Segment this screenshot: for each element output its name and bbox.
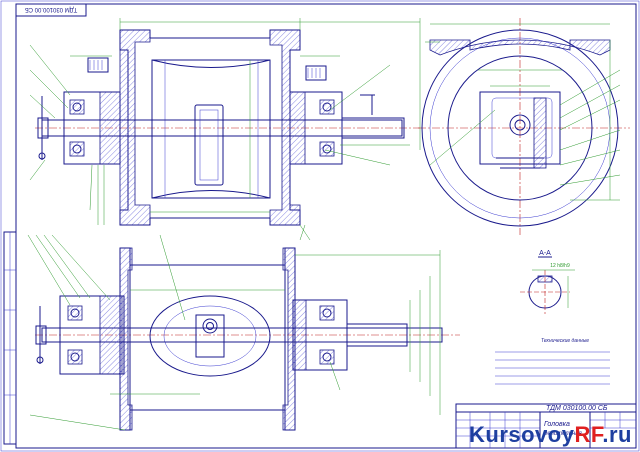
top-doc-code: ТДМ 030100.00 СБ (25, 6, 78, 12)
left-margin-stamp (3, 231, 17, 445)
end-view (418, 18, 630, 235)
top-code-box: ТДМ 030100.00 СБ (15, 3, 87, 17)
top-section-view (29, 18, 421, 241)
stamp-title-line2: делительная (544, 431, 582, 437)
stamp-doc-code: ТДМ 030100.00 СБ (546, 405, 608, 412)
watermark-tail: .ru (602, 422, 632, 447)
section-dimension: 12 h8/h9 (550, 263, 570, 269)
bottom-section-view (27, 234, 460, 431)
tech-req-title: Технические данные (541, 338, 589, 344)
section-a-a: А-А 12 h8/h9 (520, 250, 575, 314)
watermark-logo: KursovoyRF.ru (469, 422, 632, 448)
section-label: А-А (539, 250, 551, 257)
watermark-main: Kursovoy (469, 422, 575, 447)
inner-frame (15, 3, 637, 449)
watermark-accent: RF (574, 422, 603, 447)
stamp-title-line1: Головка (544, 421, 570, 428)
title-block: ТДМ 030100.00 СБ Головка делительная (455, 403, 637, 449)
technical-requirements: Технические данные (495, 338, 610, 385)
